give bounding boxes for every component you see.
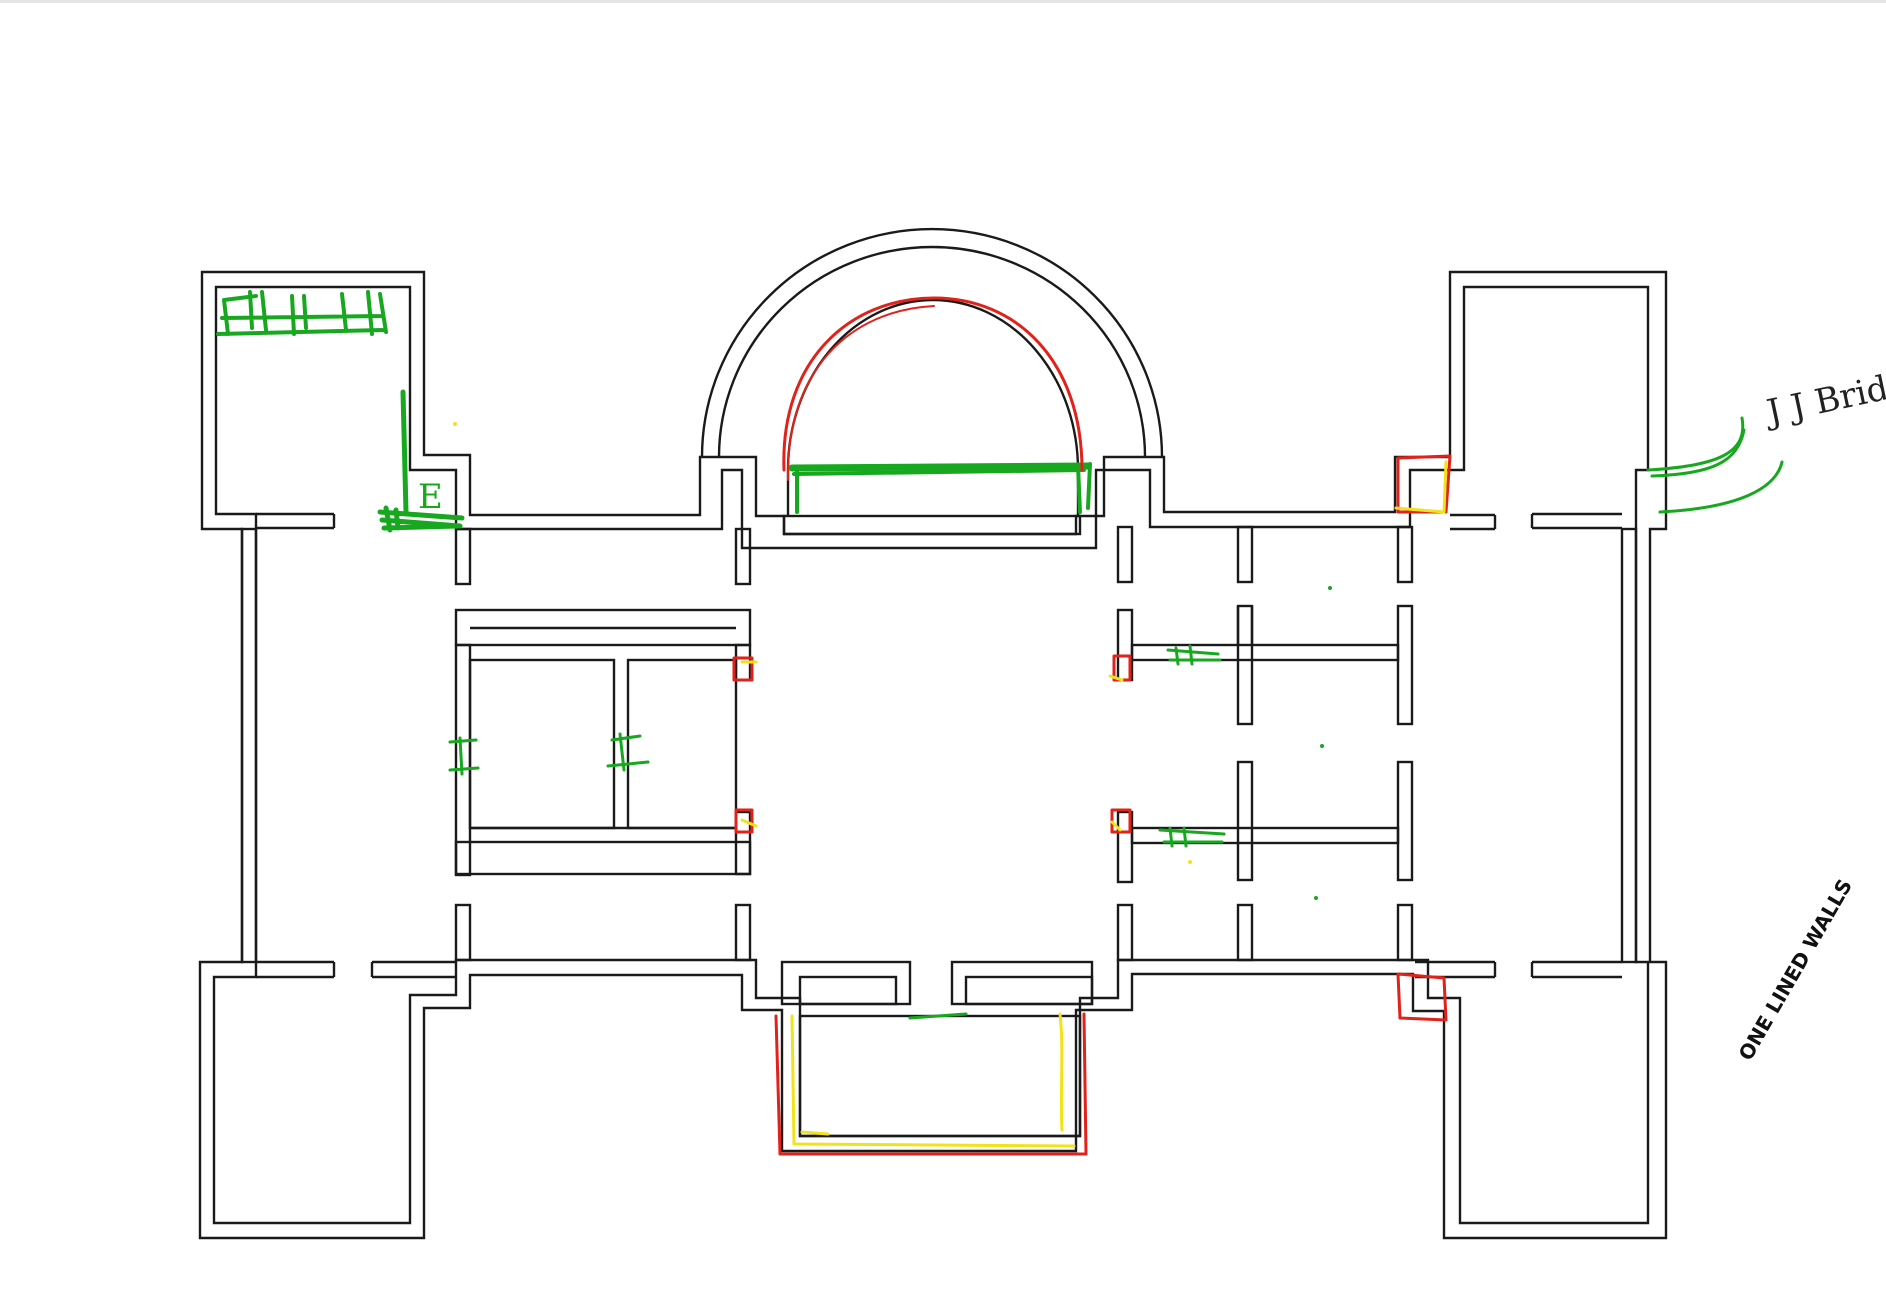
yellow-pier-marks bbox=[740, 660, 1124, 832]
sheet-top-edge bbox=[0, 0, 1886, 3]
red-pier-right-2 bbox=[1110, 808, 1132, 834]
yellow-square-top-right bbox=[1394, 460, 1448, 514]
green-marker-annotations: E bbox=[216, 290, 1784, 1020]
red-square-top-right bbox=[1396, 454, 1452, 514]
green-door-mark-3 bbox=[1166, 644, 1222, 666]
inner-wall-outline bbox=[212, 285, 1650, 1225]
stair-letter: E bbox=[418, 477, 443, 517]
annotation-name: J J Brid bbox=[1761, 368, 1886, 433]
handwritten-notes: J J Brid ONE LINED WALLS bbox=[1734, 368, 1886, 1064]
left-corridor-wall bbox=[240, 527, 258, 964]
apse-outer-arc bbox=[700, 227, 1164, 458]
red-pier-right-1 bbox=[1112, 654, 1132, 682]
red-pier-left-1 bbox=[732, 656, 754, 682]
green-hatch-top-left bbox=[216, 290, 388, 336]
floor-plan-walls bbox=[198, 227, 1668, 1240]
red-porch-trace bbox=[774, 1012, 1088, 1156]
red-pier-left-2 bbox=[734, 808, 754, 834]
left-wing-partition-bottom bbox=[454, 840, 752, 876]
green-right-sweep bbox=[1646, 416, 1784, 514]
outer-wall-outline bbox=[198, 270, 1668, 1240]
green-stair-mark bbox=[377, 389, 465, 533]
green-door-mark-2 bbox=[606, 732, 650, 772]
apse-base-wall bbox=[782, 514, 1082, 536]
yellow-marker-annotations bbox=[740, 460, 1448, 1148]
red-square-bottom-right bbox=[1396, 972, 1448, 1022]
annotation-walls: ONE LINED WALLS bbox=[1734, 875, 1857, 1065]
left-wing-partition-top bbox=[454, 608, 752, 647]
right-corridor-wall bbox=[1620, 527, 1638, 964]
green-entry-line bbox=[908, 1012, 968, 1020]
red-apse-trace bbox=[782, 296, 1084, 472]
apse-inner-arc bbox=[717, 245, 1147, 458]
porch-inner-outline bbox=[798, 1014, 1082, 1138]
red-marker-annotations bbox=[732, 296, 1452, 1156]
green-apse-line bbox=[788, 462, 1092, 472]
entrance-wall-right bbox=[950, 960, 1094, 1006]
green-door-mark-4 bbox=[1158, 826, 1226, 848]
green-door-mark-1 bbox=[448, 736, 480, 776]
yellow-porch-trace bbox=[790, 1012, 1076, 1148]
apse-inner-room-arc bbox=[786, 298, 1080, 471]
